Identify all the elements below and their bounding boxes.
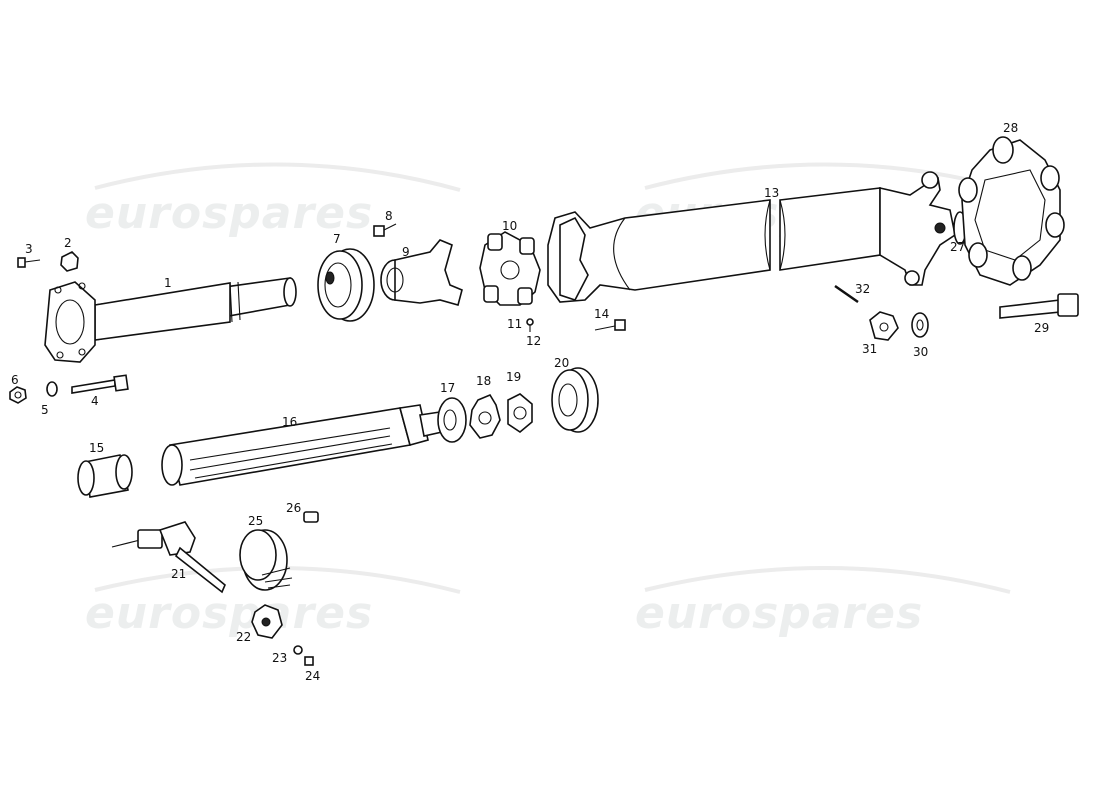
callout-21: 21 <box>171 567 186 581</box>
callout-18: 18 <box>476 374 491 388</box>
part-13-shaft-tube <box>547 171 956 303</box>
part-31-castle-nut <box>869 311 899 341</box>
watermark-top-left: eurospares <box>85 188 373 239</box>
callout-4: 4 <box>91 394 99 408</box>
part-26-plug <box>303 511 319 523</box>
callout-29: 29 <box>1034 321 1049 335</box>
callout-14: 14 <box>594 307 609 321</box>
part-9-yoke <box>380 239 463 306</box>
part-29-bolt <box>999 293 1079 319</box>
callout-10: 10 <box>502 219 517 233</box>
part-25-gear-housing <box>239 529 293 591</box>
callouts: 1 2 3 4 5 6 7 8 9 10 11 12 13 14 15 16 1… <box>11 121 1049 683</box>
callout-25: 25 <box>248 514 263 528</box>
callout-1: 1 <box>164 276 172 290</box>
part-3-bolt <box>17 257 41 268</box>
callout-12: 12 <box>526 334 541 348</box>
part-21-drive-gear <box>111 521 226 594</box>
callout-5: 5 <box>41 403 49 417</box>
callout-22: 22 <box>236 630 251 644</box>
callout-6: 6 <box>11 373 19 387</box>
watermark-bottom-left: eurospares <box>85 588 373 639</box>
watermark-bottom-right: eurospares <box>635 588 923 639</box>
part-18-lock-washer <box>469 393 501 439</box>
part-10-spider <box>479 231 541 306</box>
callout-24: 24 <box>305 669 320 683</box>
callout-17: 17 <box>440 381 455 395</box>
callout-16: 16 <box>282 415 297 429</box>
callout-23: 23 <box>272 651 287 665</box>
part-15-bushing <box>77 454 133 498</box>
callout-7: 7 <box>333 232 341 246</box>
callout-13: 13 <box>764 186 779 200</box>
part-28-coupling <box>958 136 1065 286</box>
part-17-seal <box>437 397 467 443</box>
callout-19: 19 <box>506 370 521 384</box>
part-2-nut <box>60 251 79 272</box>
callout-15: 15 <box>89 441 104 455</box>
part-22-pinion <box>251 604 283 639</box>
part-7-bearing <box>317 248 375 322</box>
part-19-ring-nut <box>507 393 533 433</box>
callout-27: 27 <box>950 240 965 254</box>
callout-30: 30 <box>913 345 928 359</box>
part-23-washer <box>293 645 303 655</box>
part-24-screw <box>304 656 314 666</box>
callout-8: 8 <box>385 209 393 223</box>
part-16-splined-shaft <box>161 404 443 486</box>
callout-28: 28 <box>1003 121 1018 135</box>
part-14-bolt <box>594 319 626 331</box>
part-6-nut <box>9 386 27 404</box>
callout-26: 26 <box>286 501 301 515</box>
part-1-tube <box>44 277 297 363</box>
part-5-washer <box>46 381 58 397</box>
callout-32: 32 <box>855 282 870 296</box>
part-20-seal <box>551 367 599 433</box>
callout-20: 20 <box>554 356 569 370</box>
callout-11: 11 <box>507 317 522 331</box>
callout-3: 3 <box>25 242 33 256</box>
part-32-split-pin <box>834 284 859 304</box>
part-4-bolt <box>71 374 129 394</box>
callout-31: 31 <box>862 342 877 356</box>
callout-9: 9 <box>402 245 410 259</box>
part-11-washer <box>526 318 534 326</box>
part-8-bolt <box>373 223 397 237</box>
part-30-washer <box>911 312 929 338</box>
callout-2: 2 <box>64 236 72 250</box>
